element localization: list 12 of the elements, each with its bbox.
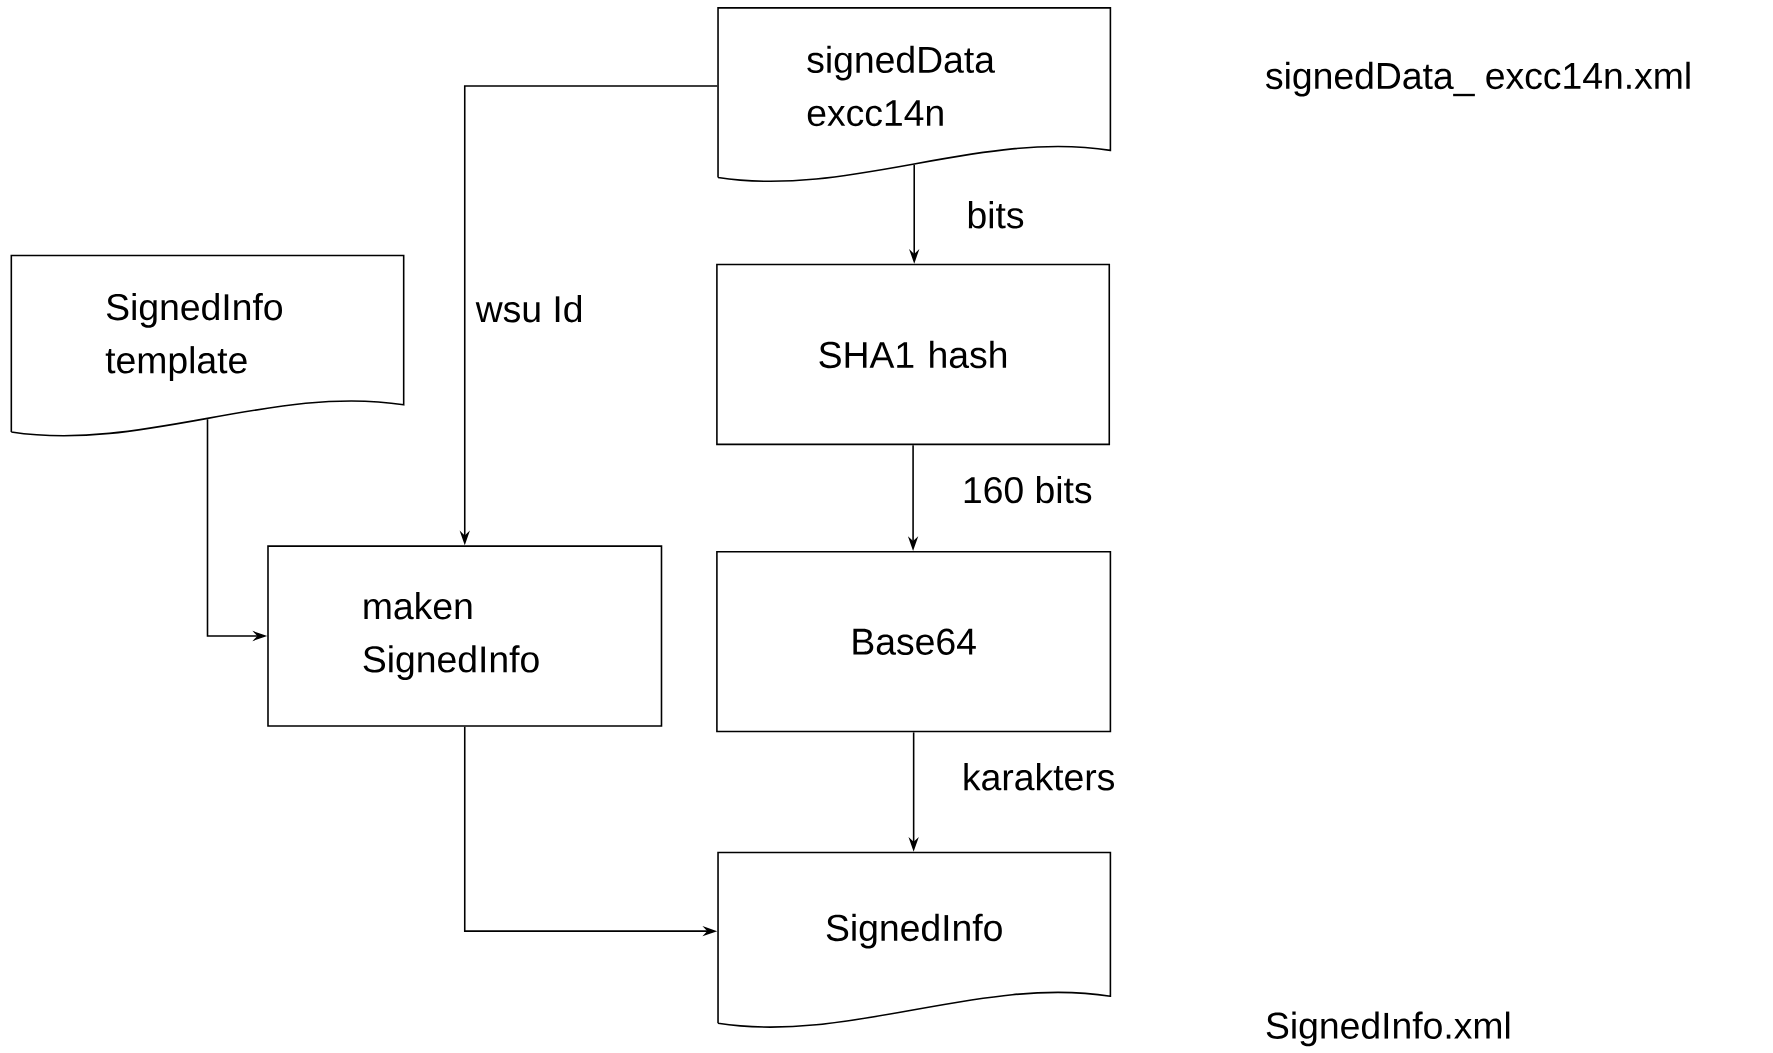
file-name: SignedInfo.xml [1266,1011,1510,1047]
edge-label: 160 bits [959,473,1095,506]
edge-label: bits [964,199,1027,231]
process-box: maken SignedInfo [267,545,663,727]
process-box: Base64 [716,551,1112,733]
document-shape: signedData excc14n [717,7,1112,183]
process-box: SHA1 hash [716,263,1111,446]
edge-label: karakters [959,761,1118,793]
document-shape: SignedInfo template [10,254,405,437]
document-shape: SignedInfo [717,851,1112,1028]
edge-label: wsu Id [473,292,586,325]
file-name: signedData_ excc14n.xml [1266,61,1690,97]
